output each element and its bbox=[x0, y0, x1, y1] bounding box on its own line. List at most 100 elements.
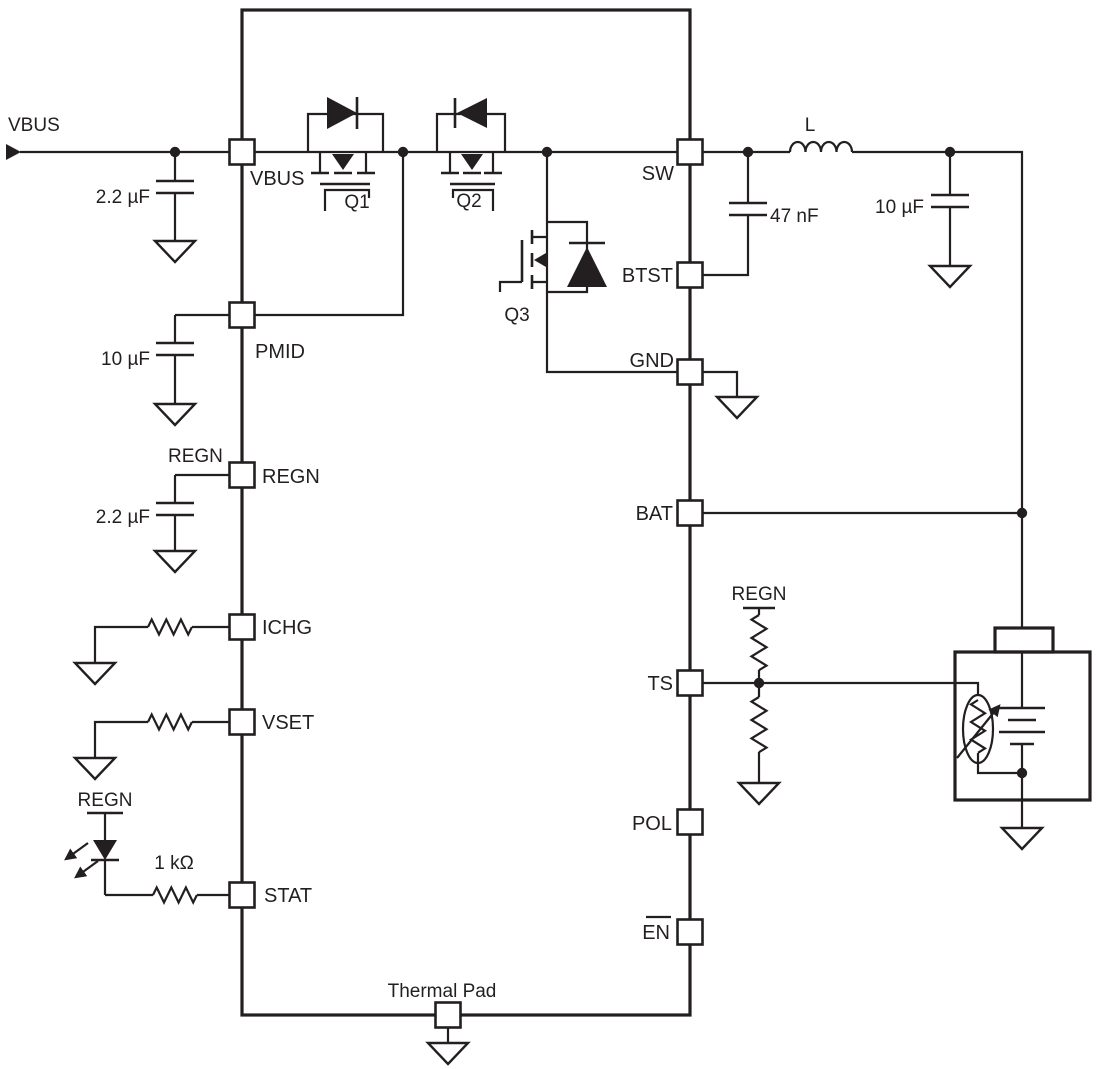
ground-icon bbox=[152, 402, 198, 427]
ground-icon bbox=[927, 264, 973, 289]
pin-gnd bbox=[676, 358, 704, 386]
ground-icon bbox=[72, 661, 118, 686]
led-stat bbox=[64, 811, 123, 879]
capacitor-btst bbox=[729, 201, 767, 217]
pin-label-regn: REGN bbox=[262, 466, 320, 488]
ground-icon bbox=[152, 549, 198, 574]
pin-ichg bbox=[228, 613, 256, 641]
junction-dot bbox=[397, 146, 409, 158]
thermistor bbox=[956, 693, 1001, 765]
wire-regn-cap bbox=[173, 473, 229, 551]
net-label-regn-ts: REGN bbox=[732, 584, 787, 605]
mosfet-q1 bbox=[306, 97, 385, 211]
wire-gnd-pin bbox=[702, 370, 739, 397]
battery-pack bbox=[953, 626, 1092, 802]
led-triangle-icon bbox=[93, 840, 117, 860]
q1-channel-arrow-icon bbox=[332, 154, 354, 170]
pin-thermal-pad bbox=[434, 1001, 462, 1029]
pin-label-pmid: PMID bbox=[255, 341, 305, 363]
pin-label-gnd: GND bbox=[630, 350, 674, 372]
led-emission-arrow-icon bbox=[74, 860, 99, 879]
pin-ts bbox=[676, 669, 704, 697]
pin-vbus bbox=[228, 138, 256, 166]
wire-btst-cap bbox=[702, 152, 750, 277]
wire-vset bbox=[93, 720, 229, 758]
resistor-stat-1k bbox=[152, 884, 198, 906]
ground-icon bbox=[152, 239, 198, 264]
ground-icon bbox=[736, 781, 782, 806]
pin-label-bat: BAT bbox=[636, 503, 673, 525]
junction-dot bbox=[1016, 767, 1028, 779]
pin-label-btst: BTST bbox=[622, 265, 673, 287]
pin-btst bbox=[676, 261, 704, 289]
value-cap-btst: 47 nF bbox=[770, 206, 819, 227]
value-cap-vbus: 2.2 µF bbox=[96, 187, 150, 208]
net-label-vbus: VBUS bbox=[8, 115, 60, 136]
pin-sw bbox=[676, 138, 704, 166]
pin-pol bbox=[676, 808, 704, 836]
wire-pmid-rail bbox=[254, 152, 405, 317]
junction-dot bbox=[742, 146, 754, 158]
label-q1: Q1 bbox=[344, 192, 369, 213]
pin-label-ts: TS bbox=[647, 673, 673, 695]
led-emission-arrow-icon bbox=[64, 842, 89, 861]
value-inductor: L bbox=[805, 115, 816, 136]
pin-label-pol: POL bbox=[632, 813, 672, 835]
pin-label-ichg: ICHG bbox=[262, 617, 312, 639]
capacitor-pmid bbox=[156, 341, 194, 357]
resistor-vset bbox=[147, 711, 193, 733]
label-q3: Q3 bbox=[504, 305, 529, 326]
pin-pmid bbox=[228, 301, 256, 329]
wire-ichg bbox=[93, 625, 229, 663]
pin-bat bbox=[676, 499, 704, 527]
mosfet-q2 bbox=[435, 98, 507, 211]
ground-symbols bbox=[72, 239, 1045, 1066]
capacitor-vbus bbox=[156, 179, 194, 195]
battery-cell-icon bbox=[999, 706, 1045, 746]
wires bbox=[6, 144, 1024, 1043]
inductor-l bbox=[788, 140, 854, 153]
value-res-stat: 1 kΩ bbox=[154, 853, 194, 874]
q3-body-diode-icon bbox=[567, 247, 607, 287]
label-q2: Q2 bbox=[456, 191, 481, 212]
battery-terminal-tab bbox=[993, 626, 1055, 654]
ground-icon bbox=[72, 756, 118, 781]
ground-icon bbox=[999, 826, 1045, 851]
pin-regn bbox=[228, 461, 256, 489]
q3-channel-arrow-icon bbox=[534, 253, 546, 267]
net-label-regn-led: REGN bbox=[78, 790, 133, 811]
net-label-regn-cap: REGN bbox=[168, 446, 223, 467]
ground-icon bbox=[425, 1041, 471, 1066]
wire-q3-gnd bbox=[545, 292, 678, 374]
resistor-ichg bbox=[147, 616, 193, 638]
value-cap-output: 10 µF bbox=[875, 197, 924, 218]
ic-pins bbox=[228, 138, 704, 1029]
wire-battery-internal bbox=[976, 652, 1024, 828]
pin-en bbox=[676, 918, 704, 946]
wire-pmid-cap bbox=[173, 313, 229, 404]
junction-dot bbox=[753, 677, 765, 689]
junction-dot bbox=[1016, 507, 1028, 519]
thermistor-arrow-icon bbox=[956, 704, 1001, 759]
wire-stat-led bbox=[103, 813, 229, 897]
mosfet-q3 bbox=[498, 152, 607, 294]
junction-dots bbox=[169, 146, 1028, 779]
vbus-input-arrow-icon bbox=[6, 144, 21, 160]
pin-stat bbox=[228, 881, 256, 909]
pin-label-thermal-pad: Thermal Pad bbox=[388, 981, 497, 1002]
resistor-ts-pulldown bbox=[749, 696, 769, 754]
junction-dot bbox=[944, 146, 956, 158]
value-cap-regn: 2.2 µF bbox=[96, 507, 150, 528]
pin-label-vbus: VBUS bbox=[250, 168, 304, 190]
pin-label-stat: STAT bbox=[264, 885, 312, 907]
pin-vset bbox=[228, 708, 256, 736]
value-cap-pmid: 10 µF bbox=[101, 349, 150, 370]
junction-dot bbox=[541, 146, 553, 158]
capacitor-output bbox=[931, 193, 969, 209]
capacitor-regn bbox=[156, 501, 194, 517]
ground-icon bbox=[714, 395, 760, 420]
junction-dot bbox=[169, 146, 181, 158]
pin-label-sw: SW bbox=[642, 163, 674, 185]
